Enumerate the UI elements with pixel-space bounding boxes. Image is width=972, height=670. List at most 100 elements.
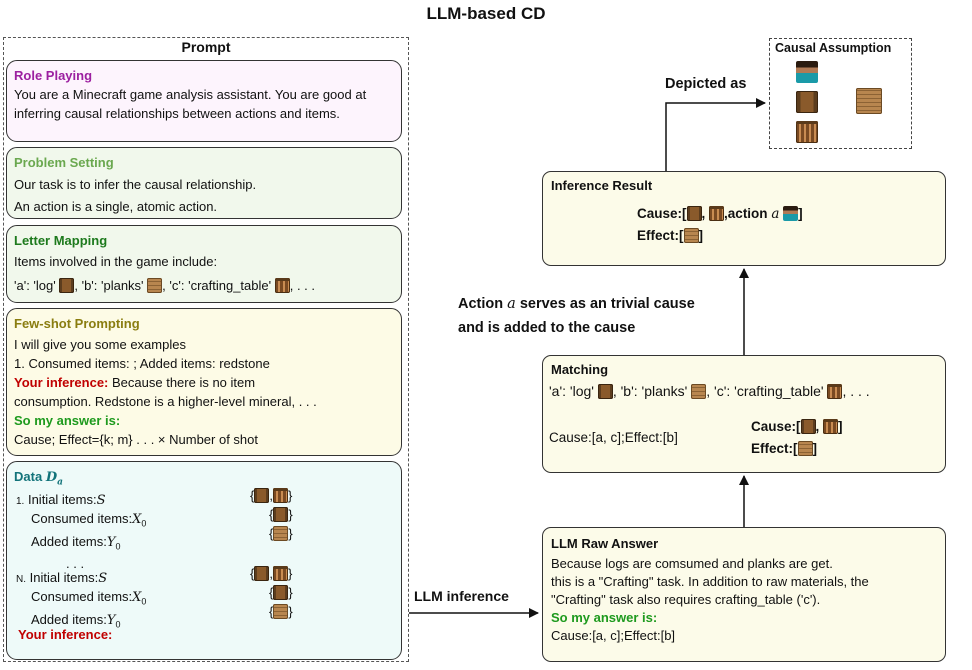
raw-line-2: this is a "Crafting" task. In addition t… <box>551 574 869 589</box>
action-post: serves as an trivial cause <box>515 296 695 312</box>
letter-mapping-card: Letter Mapping Items involved in the gam… <box>6 225 402 303</box>
data-inference-label: Your inference: <box>18 627 113 642</box>
close: ] <box>838 419 843 434</box>
letter-mapping-list: 'a': 'log' , 'b': 'planks' , 'c': 'craft… <box>14 276 394 295</box>
consumed-sym: X <box>132 512 142 527</box>
inference-effect: Effect:[] <box>637 228 703 243</box>
role-line-2: inferring causal relationships between a… <box>14 106 340 121</box>
close: ] <box>698 228 704 243</box>
planks-icon <box>683 228 699 243</box>
few-shot-inference-text: Because there is no item <box>108 375 256 390</box>
raw-answer-label: So my answer is: <box>551 610 658 625</box>
planks-icon <box>273 604 289 619</box>
map-tail: , . . . <box>289 278 316 293</box>
close: ] <box>798 206 803 221</box>
few-shot-inference: Your inference: Because there is no item <box>14 373 394 392</box>
log-icon <box>59 278 75 293</box>
brace: } <box>288 526 293 541</box>
prompt-panel <box>3 37 409 662</box>
llm-inference-label: LLM inference <box>414 588 509 604</box>
initial-sym-n: S <box>98 571 108 586</box>
effect-label: Effect:[ <box>637 228 684 243</box>
matching-box: Matching 'a': 'log' , 'b': 'planks' , 'c… <box>542 355 946 473</box>
few-shot-inference-cont: consumption. Redstone is a higher-level … <box>14 394 317 409</box>
problem-line-1: Our task is to infer the causal relation… <box>14 177 257 192</box>
few-shot-answer-label: So my answer is: <box>14 413 121 428</box>
planks-icon <box>797 441 813 456</box>
log-icon <box>254 488 270 503</box>
cause-label: Cause:[ <box>637 206 687 221</box>
crafting-table-icon <box>709 206 725 221</box>
action-note-line-2: and is added to the cause <box>458 320 636 336</box>
sample1-initial-set: {,} <box>250 487 292 505</box>
close: ] <box>812 441 818 456</box>
crafting-table-icon <box>272 566 288 581</box>
added-sub: 0 <box>115 541 121 552</box>
effect-label: Effect:[ <box>751 441 798 456</box>
consumed-sym-n: X <box>132 590 142 605</box>
depicted-label: Depicted as <box>665 76 747 92</box>
map-a: 'a': 'log' <box>14 278 56 293</box>
inference-cause: Cause:[, ,action a ] <box>637 206 803 222</box>
role-playing-heading: Role Playing <box>14 68 93 83</box>
planks-icon <box>273 526 289 541</box>
few-shot-card: Few-shot Prompting I will give you some … <box>6 308 402 456</box>
sample-ellipsis: . . . <box>66 556 85 572</box>
log-icon <box>686 206 702 221</box>
data-card: Data Da <box>6 461 402 660</box>
brace: { <box>250 488 255 503</box>
consumed-sub: 0 <box>141 518 147 529</box>
letter-line-1: Items involved in the game include: <box>14 254 218 269</box>
few-shot-example: 1. Consumed items: ; Added items: redsto… <box>14 356 270 371</box>
comma: , <box>701 206 706 221</box>
sample1-added: Added items:Y0 <box>16 533 146 556</box>
problem-setting-heading: Problem Setting <box>14 155 114 170</box>
match-c: , 'c': 'crafting_table' <box>706 383 824 399</box>
data-heading-text: Data <box>14 469 43 484</box>
brace: { <box>269 507 274 522</box>
role-playing-card: Role Playing You are a Minecraft game an… <box>6 60 402 142</box>
planks-icon <box>856 88 882 114</box>
added-sub-n: 0 <box>115 619 121 630</box>
inference-result-box: Inference Result Cause:[, ,action a ] Ef… <box>542 171 946 266</box>
initial-label-n: Initial items: <box>29 570 99 585</box>
action-note: Action a serves as an trivial cause and … <box>458 292 695 340</box>
action-sym: a <box>771 206 780 222</box>
log-icon <box>273 585 289 600</box>
few-shot-heading: Few-shot Prompting <box>14 316 140 331</box>
data-heading: Data Da <box>14 467 394 493</box>
log-icon <box>796 91 818 113</box>
raw-line-1: Because logs are comsumed and planks are… <box>551 556 833 571</box>
action-pre: Action <box>458 296 508 312</box>
crafting-table-icon <box>796 121 818 143</box>
samplen-consumed: Consumed items:X0 <box>16 588 146 611</box>
match-b: , 'b': 'planks' <box>612 383 688 399</box>
raw-line-3: "Crafting" task also requires crafting_t… <box>551 592 821 607</box>
sample1-consumed: Consumed items:X0 <box>16 510 146 533</box>
comma: , <box>269 488 273 503</box>
inference-heading: Inference Result <box>551 178 653 193</box>
crafting-table-icon <box>827 384 843 399</box>
causal-assumption-box <box>769 38 912 149</box>
samplen-added: Added items:Y0 <box>16 611 146 634</box>
initial-label: Initial items: <box>27 492 97 507</box>
brace: } <box>288 604 293 619</box>
log-icon <box>597 384 613 399</box>
steve-icon <box>796 61 818 83</box>
matching-raw: Cause:[a, c];Effect:[b] <box>549 430 678 445</box>
data-sample-n: N. Initial items:S Consumed items:X0 Add… <box>16 569 146 633</box>
role-line-1: You are a Minecraft game analysis assist… <box>14 87 367 102</box>
action-note-line-1: Action a serves as an trivial cause <box>458 292 695 316</box>
added-label-n: Added items: <box>31 611 107 627</box>
brace: } <box>288 585 293 600</box>
brace: } <box>287 488 293 503</box>
initial-sym: S <box>96 493 106 508</box>
sample1-initial: 1. Initial items:S <box>16 491 146 510</box>
letter-mapping-heading: Letter Mapping <box>14 233 108 248</box>
crafting-table-icon <box>823 419 839 434</box>
samplen-num: N. <box>16 574 26 585</box>
samplen-added-set: {} <box>269 604 293 619</box>
log-icon <box>800 419 816 434</box>
planks-icon <box>147 278 163 293</box>
few-shot-answer-text: Cause; Effect={k; m} . . . × Number of s… <box>14 432 258 447</box>
